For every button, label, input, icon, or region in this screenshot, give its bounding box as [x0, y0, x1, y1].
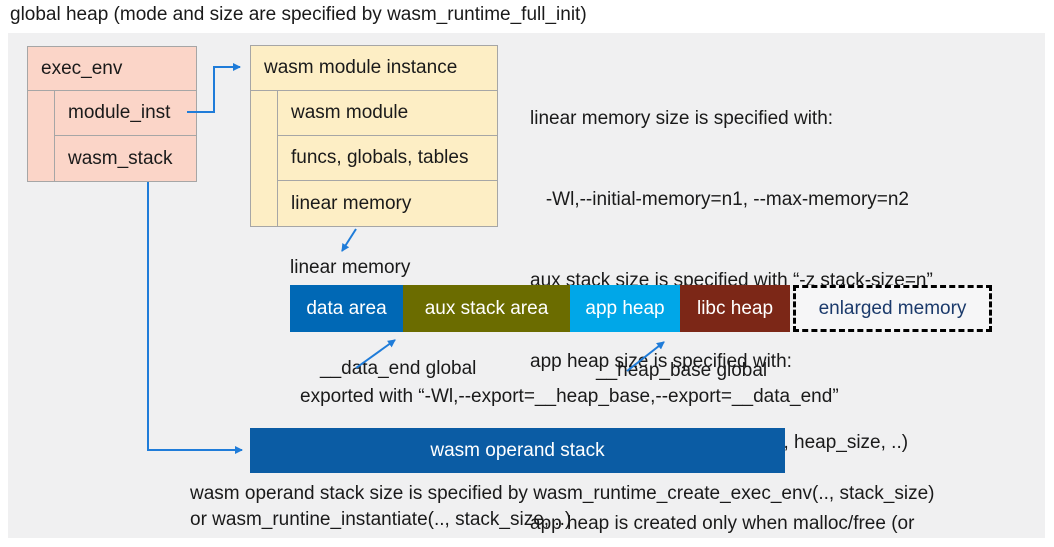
heap-base-global-label: __heap_base global [596, 360, 768, 381]
note-line: -Wl,--initial-memory=n1, --max-memory=n2 [530, 189, 909, 210]
note-line: linear memory size is specified with: [530, 108, 834, 129]
footer-block: wasm operand stack size is specified by … [190, 481, 935, 533]
footer-line: or wasm_runtine_instantiate(.., stack_si… [190, 509, 572, 530]
wasm-module-instance-box: wasm module instance wasm module funcs, … [250, 45, 498, 227]
exec-env-box: exec_env module_inst wasm_stack [27, 46, 197, 182]
exported-with-label: exported with “-Wl,--export=__heap_base,… [300, 386, 839, 407]
exec-env-header: exec_env [28, 47, 196, 91]
exec-env-row-wasm-stack: wasm_stack [68, 147, 173, 169]
row-linear-memory: linear memory [291, 192, 412, 214]
exec-env-row-module-inst: module_inst [55, 91, 196, 136]
segment-app-heap: app heap [570, 285, 680, 332]
exec-env-rows: module_inst wasm_stack [54, 91, 196, 181]
segment-aux-stack-area: aux stack area [403, 285, 570, 332]
segment-enlarged-memory: enlarged memory [793, 285, 992, 332]
diagram-title: global heap (mode and size are specified… [10, 4, 587, 25]
segment-libc-heap: libc heap [680, 285, 790, 332]
wasm-operand-stack-bar: wasm operand stack [250, 428, 785, 473]
row-wasm-module: wasm module [278, 91, 497, 136]
linear-memory-label: linear memory [290, 257, 411, 278]
row-funcs-globals-tables: funcs, globals, tables [278, 136, 497, 181]
footer-line: wasm operand stack size is specified by … [190, 483, 935, 504]
note-line: app heap is created only when malloc/fre… [530, 513, 915, 534]
wasm-module-instance-rows: wasm module funcs, globals, tables linea… [277, 91, 497, 226]
segment-data-area: data area [290, 285, 403, 332]
data-end-global-label: __data_end global [320, 358, 477, 379]
note-line: app heap size is specified with: [530, 351, 792, 372]
wasm-module-instance-header: wasm module instance [251, 46, 497, 91]
